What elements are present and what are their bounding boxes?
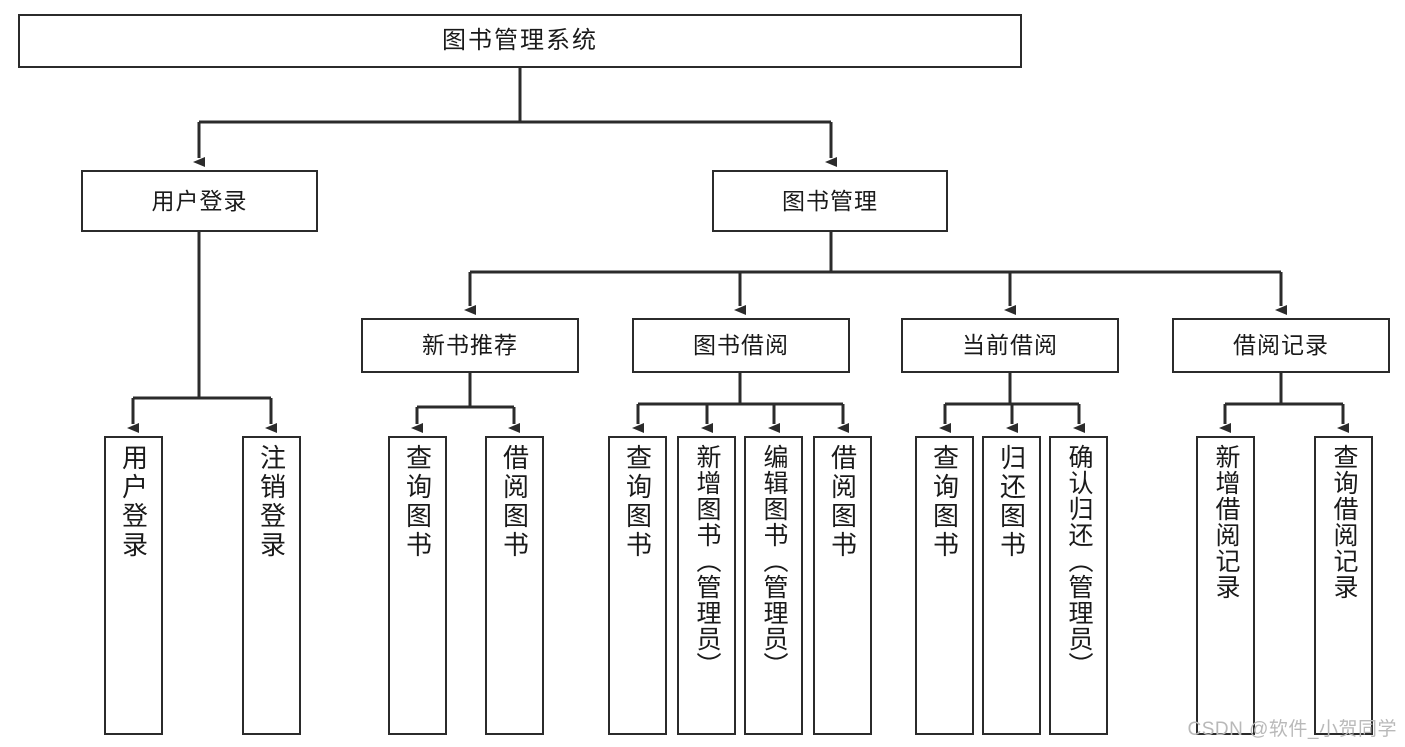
watermark: CSDN @软件_小贺同学: [1187, 719, 1397, 740]
node-book-management[interactable]: 图书管理: [712, 170, 948, 232]
node-leaf-query-book-borrow[interactable]: 查询图书: [608, 436, 667, 735]
node-label: 编辑图书（管理员）: [760, 444, 788, 678]
node-leaf-add-book-admin[interactable]: 新增图书（管理员）: [677, 436, 736, 735]
node-leaf-user-login[interactable]: 用户登录: [104, 436, 163, 735]
node-leaf-confirm-return-admin[interactable]: 确认归还（管理员）: [1049, 436, 1108, 735]
node-leaf-query-book-recommend[interactable]: 查询图书: [388, 436, 447, 735]
node-label: 新书推荐: [422, 332, 518, 359]
node-label: 用户登录: [118, 444, 149, 560]
node-book-borrow[interactable]: 图书借阅: [632, 318, 850, 373]
node-label: 确认归还（管理员）: [1065, 444, 1093, 678]
node-label: 注销登录: [256, 444, 287, 560]
node-label: 图书借阅: [693, 332, 789, 359]
node-label: 查询图书: [402, 444, 433, 560]
node-label: 当前借阅: [962, 332, 1058, 359]
node-label: 借阅记录: [1233, 332, 1329, 359]
node-borrow-record[interactable]: 借阅记录: [1172, 318, 1390, 373]
node-leaf-user-logout[interactable]: 注销登录: [242, 436, 301, 735]
node-label: 图书管理系统: [442, 27, 598, 55]
node-label: 用户登录: [151, 187, 248, 214]
node-leaf-query-book-current[interactable]: 查询图书: [915, 436, 974, 735]
node-leaf-query-borrow-record[interactable]: 查询借阅记录: [1314, 436, 1373, 735]
node-root-system[interactable]: 图书管理系统: [18, 14, 1022, 68]
node-label: 查询图书: [929, 444, 960, 560]
node-label: 归还图书: [996, 444, 1027, 560]
node-label: 借阅图书: [499, 444, 530, 560]
node-user-login[interactable]: 用户登录: [81, 170, 318, 232]
node-label: 查询图书: [622, 444, 653, 560]
node-leaf-edit-book-admin[interactable]: 编辑图书（管理员）: [744, 436, 803, 735]
node-new-book-recommend[interactable]: 新书推荐: [361, 318, 579, 373]
node-label: 图书管理: [782, 187, 878, 214]
node-current-borrow[interactable]: 当前借阅: [901, 318, 1119, 373]
node-label: 借阅图书: [827, 444, 858, 560]
node-label: 新增借阅记录: [1212, 444, 1240, 600]
node-leaf-borrow-book-recommend[interactable]: 借阅图书: [485, 436, 544, 735]
node-leaf-add-borrow-record[interactable]: 新增借阅记录: [1196, 436, 1255, 735]
node-label: 查询借阅记录: [1330, 444, 1358, 600]
node-leaf-return-book[interactable]: 归还图书: [982, 436, 1041, 735]
node-label: 新增图书（管理员）: [693, 444, 721, 678]
node-leaf-borrow-book[interactable]: 借阅图书: [813, 436, 872, 735]
